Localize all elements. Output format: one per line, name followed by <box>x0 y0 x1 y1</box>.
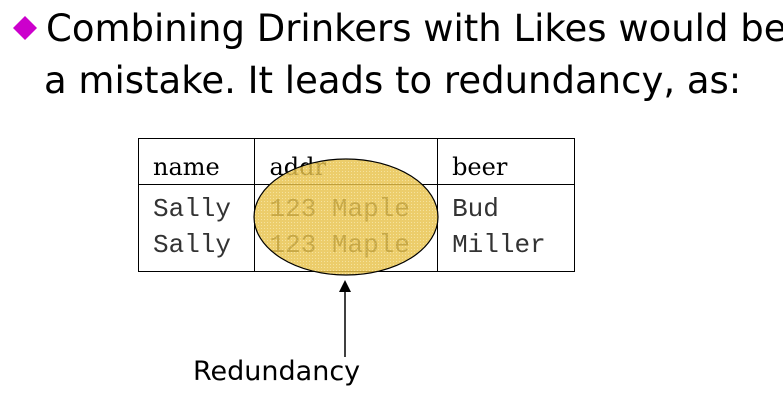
bullet-point: Combining Drinkers with Likes would be <box>12 6 783 52</box>
cell-beer: Miller <box>437 227 575 272</box>
bullet-text-line-1: Combining Drinkers with Likes would be <box>46 7 783 50</box>
diamond-bullet-icon <box>13 15 37 40</box>
column-header-addr: addr <box>254 138 439 185</box>
cell-beer: Bud <box>437 184 575 227</box>
table-header-row: name addr beer <box>138 138 575 185</box>
table-row: Sally 123 Maple Miller <box>138 227 575 272</box>
table-row: Sally 123 Maple Bud <box>138 184 575 227</box>
cell-name: Sally <box>138 227 256 272</box>
redundancy-label: Redundancy <box>193 356 361 387</box>
cell-addr: 123 Maple <box>254 227 439 272</box>
relation-table: name addr beer Sally 123 Maple Bud Sally… <box>138 138 575 272</box>
arrow-head-icon <box>339 280 351 292</box>
cell-addr: 123 Maple <box>254 184 439 227</box>
column-header-beer: beer <box>437 138 575 185</box>
column-header-name: name <box>138 138 256 185</box>
bullet-text-line-2: a mistake. It leads to redundancy, as: <box>44 59 742 102</box>
cell-name: Sally <box>138 184 256 227</box>
